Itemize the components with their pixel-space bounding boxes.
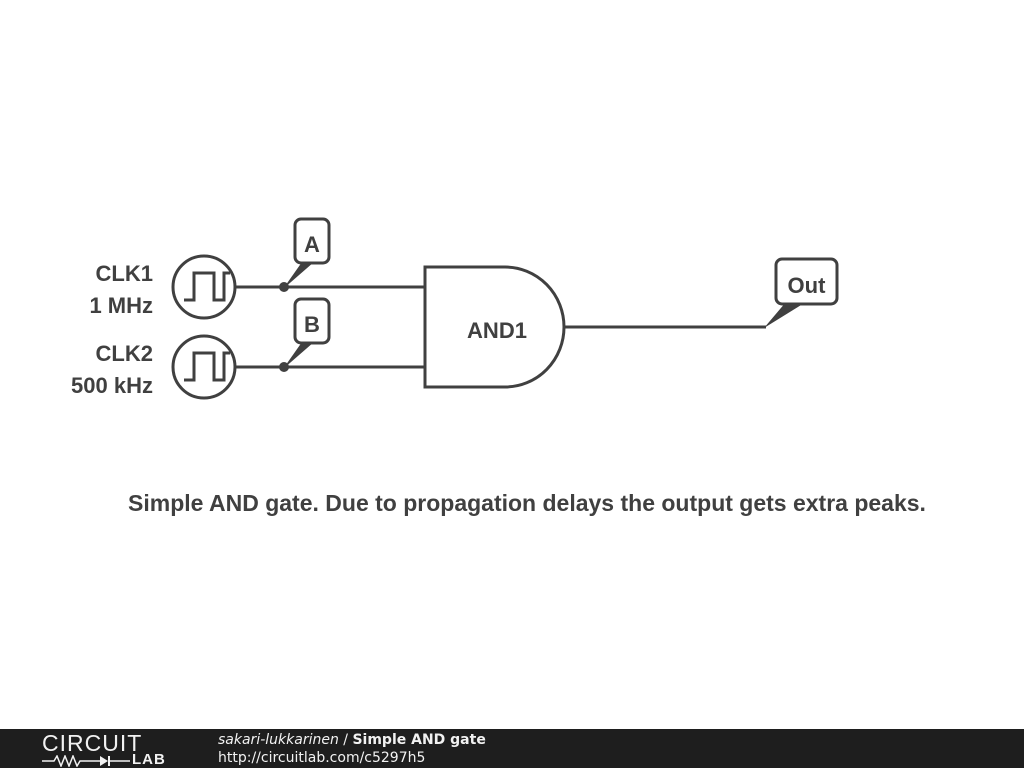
- author-link[interactable]: sakari-lukkarinen: [218, 732, 339, 748]
- clock-source-clk1[interactable]: [171, 254, 237, 320]
- diagram-caption: Simple AND gate. Due to propagation dela…: [128, 490, 926, 516]
- title-separator: /: [338, 732, 353, 748]
- net-label-b-text: B: [304, 312, 320, 337]
- footer-title-line: sakari-lukkarinen / Simple AND gate: [218, 731, 486, 749]
- logo-wordmark-top: CIRCUIT: [42, 730, 143, 756]
- and-gate-label: AND1: [467, 318, 527, 343]
- clk2-frequency-label: 500 kHz: [71, 373, 153, 398]
- resistor-diode-icon: [42, 755, 130, 767]
- net-label-b[interactable]: B: [279, 297, 331, 372]
- net-label-a-text: A: [304, 232, 320, 257]
- junction-dot: [279, 282, 289, 292]
- circuitlab-logo[interactable]: CIRCUIT LAB: [42, 730, 182, 768]
- footer-info: sakari-lukkarinen / Simple AND gate http…: [218, 731, 486, 767]
- square-wave-icon: [184, 271, 230, 302]
- clk2-name-label: CLK2: [96, 341, 153, 366]
- clock-source-clk2[interactable]: [171, 334, 237, 400]
- square-wave-icon: [184, 351, 230, 382]
- junction-dot: [279, 362, 289, 372]
- net-label-a[interactable]: A: [279, 217, 331, 292]
- clk1-name-label: CLK1: [96, 261, 153, 286]
- wires: [235, 285, 766, 369]
- and-gate[interactable]: AND1: [423, 265, 566, 389]
- circuit-title-link[interactable]: Simple AND gate: [352, 732, 486, 748]
- circuit-url-link[interactable]: http://circuitlab.com/c5297h5: [218, 750, 426, 766]
- clk1-frequency-label: 1 MHz: [89, 293, 153, 318]
- net-label-out-text: Out: [788, 273, 827, 298]
- footer-bar: CIRCUIT LAB sakari-lukkarinen / Simple A…: [0, 729, 1024, 768]
- circuit-schematic: CLK1 1 MHz CLK2 500 kHz A B AND1: [71, 217, 839, 400]
- net-label-out[interactable]: Out: [764, 257, 839, 328]
- logo-wordmark-bottom: LAB: [132, 751, 166, 768]
